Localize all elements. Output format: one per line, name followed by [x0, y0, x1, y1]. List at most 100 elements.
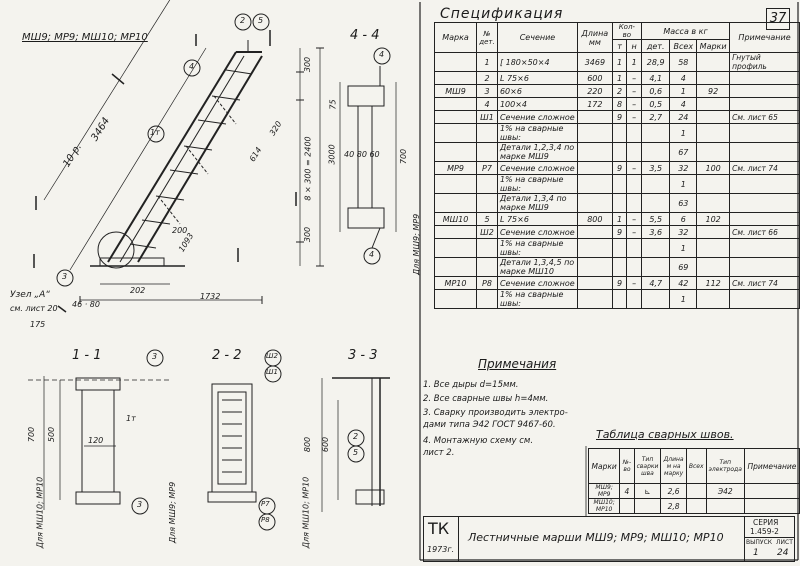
section-4-4-75: 75 [328, 99, 338, 110]
spec-cell-no: 2 [476, 71, 498, 85]
section-1-1-120: 120 [88, 436, 104, 445]
spec-cell-no: Р7 [476, 161, 498, 175]
spec-cell-det: 5,5 [640, 212, 671, 226]
spec-cell-t: 9 [611, 161, 628, 175]
spec-cell-length [577, 161, 613, 175]
weld-row1-h: 4 [619, 483, 635, 499]
weld-row1-marks: МШ9; МР9 [587, 483, 621, 499]
note-4-cont: лист 2. [423, 448, 455, 458]
spec-cell-section: Сечение сложное [496, 110, 579, 124]
header-qty: Кол-во [611, 22, 642, 40]
spec-cell-mark [433, 174, 478, 194]
spec-cell-det [640, 257, 671, 277]
header-length: Длина мм [577, 22, 613, 53]
spec-cell-no [476, 174, 498, 194]
weld-h-h: №-во [619, 448, 635, 484]
spec-cell-all: 32 [669, 161, 698, 175]
spec-cell-section: Сечение сложное [496, 276, 579, 290]
spec-cell-det [640, 238, 671, 258]
marks-label: МШ9; МР9; МШ10; МР10 [22, 32, 148, 43]
spec-cell-det: 28,9 [640, 52, 671, 72]
spec-cell-mm [696, 97, 731, 111]
spec-cell-det [640, 193, 671, 213]
spec-cell-t: 8 [611, 97, 628, 111]
header-mass-mark: Марки [696, 39, 731, 53]
stamp-divider [745, 537, 795, 538]
spec-cell-note [729, 193, 800, 213]
header-mass: Масса в кг [640, 22, 731, 40]
spec-cell-mm [696, 238, 731, 258]
spec-cell-t [611, 257, 628, 277]
callout-4: 4 [189, 62, 195, 71]
spec-cell-section: 100×4 [496, 97, 579, 111]
section-2-2 [207, 349, 282, 531]
spec-table: Марка № дет. Сечение Длина мм Кол-во Мас… [433, 22, 800, 309]
spec-cell-length [577, 142, 613, 162]
callout-2: 2 [240, 16, 246, 25]
spec-cell-section: 1% на сварные швы: [496, 238, 579, 258]
section-3-3 [321, 377, 390, 512]
spec-cell-det: 0,5 [640, 97, 671, 111]
spec-cell-mm [696, 123, 731, 143]
spec-cell-no [476, 142, 498, 162]
spec-cell-det: 4,1 [640, 71, 671, 85]
stamp-issue: 1 [753, 548, 759, 558]
spec-cell-mark [433, 52, 478, 72]
spec-cell-length [577, 174, 613, 194]
spec-cell-mm [696, 257, 731, 277]
weld-row1-note [743, 483, 800, 499]
spec-cell-det: 4,7 [640, 276, 671, 290]
weld-row2-type [633, 498, 662, 514]
spec-cell-t: 1 [611, 52, 628, 72]
dim-2400: 8 × 300 = 2400 [303, 136, 313, 201]
spec-cell-section: Детали 1,3,4,5 по марке МШ10 [496, 257, 579, 277]
callout-circles [56, 13, 391, 287]
header-section: Сечение [496, 22, 579, 53]
weld-h-all: Всех [685, 448, 707, 484]
spec-cell-all: 4 [669, 97, 698, 111]
spec-cell-t: 1 [611, 212, 628, 226]
node-a-ref: см. лист 20 [10, 304, 58, 313]
spec-cell-no [476, 193, 498, 213]
spec-cell-length [577, 289, 613, 309]
spec-cell-all: 1 [669, 238, 698, 258]
note-1: 1. Все дыры d=15мм. [423, 380, 519, 390]
spec-cell-n: – [626, 212, 642, 226]
spec-cell-no [476, 289, 498, 309]
spec-cell-n: – [626, 276, 642, 290]
spec-cell-no: Ш2 [476, 225, 498, 239]
spec-cell-mark [433, 225, 478, 239]
node-a-label: Узел „А“ [10, 290, 50, 300]
spec-cell-t [611, 174, 628, 194]
spec-cell-n: – [626, 161, 642, 175]
for-mr10-label-1: Для МШ10; МР10 [35, 476, 45, 549]
spec-cell-all: 32 [669, 225, 698, 239]
section-4-4-dims: 40 80 60 [344, 150, 380, 159]
callout-3: 3 [62, 272, 68, 281]
spec-row: Детали 1,3,4,5 по марке МШ10 69 [433, 257, 800, 277]
spec-cell-n: – [626, 97, 642, 111]
note-4: 4. Монтажную схему см. [423, 436, 534, 446]
spec-cell-mm [696, 225, 731, 239]
spec-cell-length: 3469 [577, 52, 613, 72]
spec-cell-no: Ш1 [476, 110, 498, 124]
weld-h-type: Тип сварки шва [633, 448, 662, 484]
callout-r8: Р8 [261, 516, 270, 524]
spec-cell-no [476, 123, 498, 143]
notes-title: Примечания [478, 357, 557, 371]
spec-cell-length: 800 [577, 212, 613, 226]
spec-cell-mark [433, 71, 478, 85]
spec-cell-t: 2 [611, 84, 628, 98]
spec-cell-all: 69 [669, 257, 698, 277]
spec-cell-length [577, 225, 613, 239]
spec-cell-section: Сечение сложное [496, 225, 579, 239]
spec-cell-n [626, 174, 642, 194]
spec-cell-mm [696, 289, 731, 309]
section-1-1-700: 700 [27, 426, 37, 443]
callout-4-s44-bottom: 4 [369, 250, 375, 259]
spec-cell-all: 1 [669, 289, 698, 309]
callout-r7: Р7 [261, 500, 270, 508]
